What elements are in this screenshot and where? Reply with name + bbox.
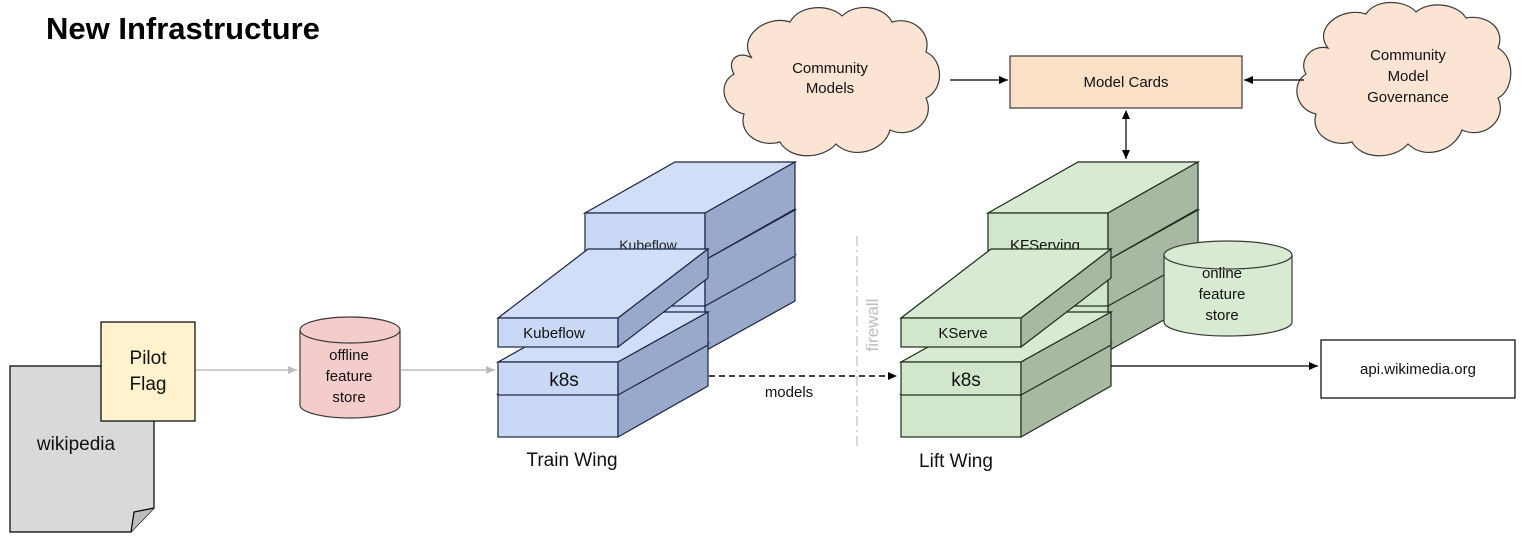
train-wing-label: Train Wing [526,450,617,471]
train-front-kubeflow-label: Kubeflow [523,325,585,342]
pilot-flag-line2: Flag [130,374,167,395]
governance-label-line1: Community [1370,47,1446,64]
governance-label-line2: Model [1388,68,1429,85]
model-cards-label: Model Cards [1083,74,1168,91]
offline-store-line1: offline [329,347,369,364]
train-wing-front-stack: Kubeflow k8s [495,247,711,439]
offline-feature-store: offline feature store [299,316,401,419]
pilot-flag-box: Pilot Flag [100,321,196,422]
firewall-label: firewall [863,299,882,352]
page-title: New Infrastructure [46,11,320,46]
online-feature-store: online feature store [1163,240,1293,337]
model-cards-box: Model Cards [1009,55,1243,109]
lift-k8s-label: k8s [951,370,981,391]
lift-front-kserve-label: KServe [938,325,987,342]
online-store-line2: feature [1199,286,1246,303]
api-box: api.wikimedia.org [1320,339,1516,399]
lift-wing-front-stack: KServe k8s [898,247,1114,439]
community-models-cloud: Community Models [723,6,940,157]
lift-wing-label: Lift Wing [919,451,993,472]
wikipedia-label: wikipedia [36,434,116,455]
community-governance-cloud: Community Model Governance [1296,2,1512,157]
train-k8s-label: k8s [549,370,579,391]
offline-store-line2: feature [326,368,373,385]
governance-label-line3: Governance [1367,89,1449,106]
community-models-label-line2: Models [806,80,854,97]
online-store-line3: store [1205,307,1238,324]
offline-store-line3: store [332,389,365,406]
api-label: api.wikimedia.org [1360,361,1476,378]
pilot-flag-line1: Pilot [130,348,168,369]
models-label: models [765,384,813,401]
online-store-line1: online [1202,265,1242,282]
community-models-label-line1: Community [792,60,868,77]
